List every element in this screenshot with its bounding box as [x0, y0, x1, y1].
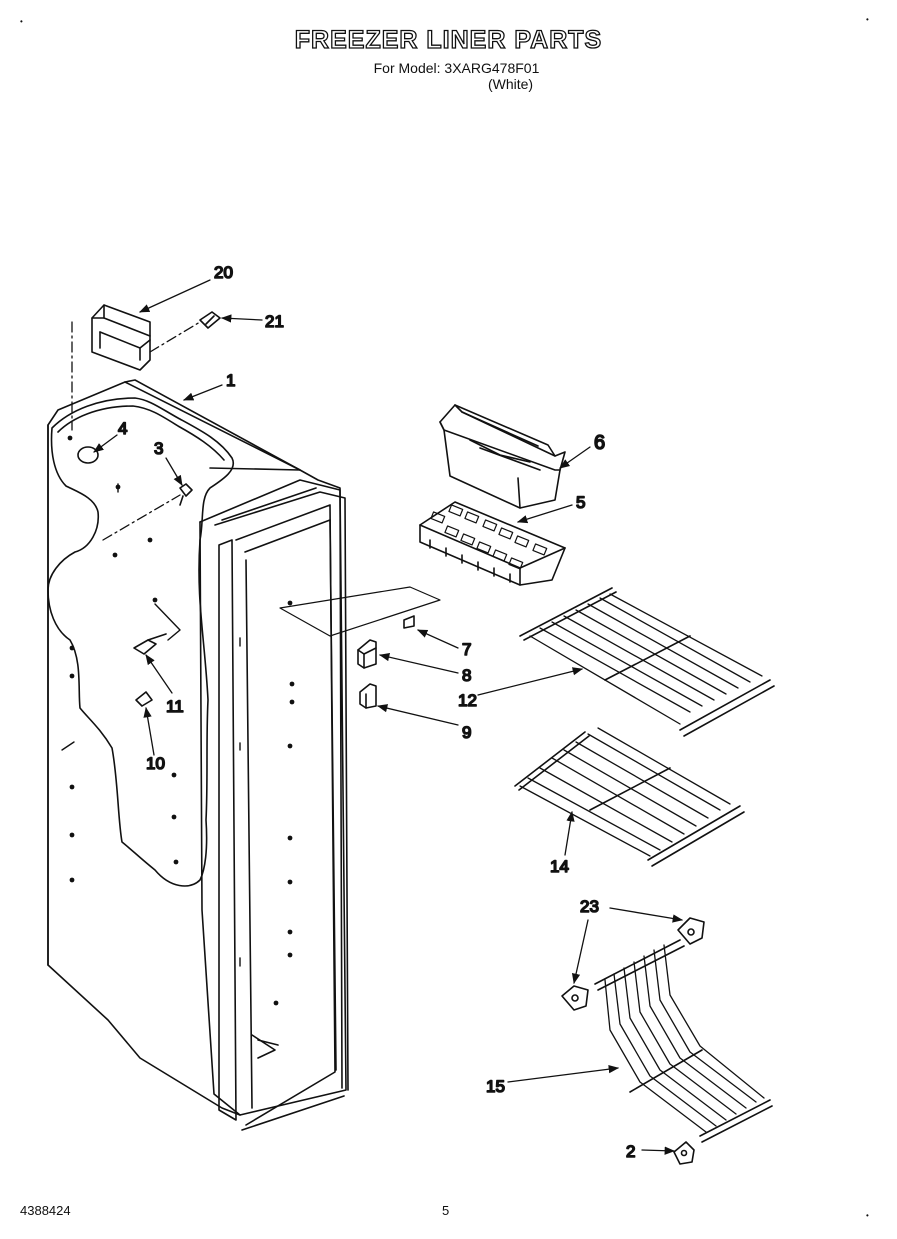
- leader-arrows: [93, 279, 684, 1155]
- callout-10: 10: [146, 754, 165, 773]
- callout-12: 12: [458, 691, 477, 710]
- callout-9: 9: [462, 723, 471, 742]
- basket-support-part-2: [673, 1141, 695, 1165]
- corner-mark-bottom-right: •: [866, 1211, 869, 1220]
- callout-3: 3: [154, 439, 163, 458]
- screw-part-3: [179, 483, 193, 506]
- screw-part-21: [199, 311, 221, 329]
- callout-20: 20: [214, 263, 233, 282]
- ice-tray-part-5: [419, 501, 566, 586]
- page-title: FREEZER LINER PARTS: [294, 25, 603, 54]
- shelf-support-part-9: [359, 683, 377, 709]
- callout-21: 21: [265, 312, 284, 331]
- callout-4: 4: [118, 419, 127, 438]
- basket-support-part-23-right: [677, 917, 705, 945]
- ice-bin-part-6: [439, 404, 566, 509]
- color-subtitle: (White): [487, 76, 534, 92]
- doc-number: 4388424: [20, 1203, 71, 1218]
- callout-2: 2: [626, 1142, 635, 1161]
- freezer-liner: [47, 379, 349, 1131]
- callout-6: 6: [594, 432, 605, 454]
- basket-support-part-23-left: [561, 985, 589, 1011]
- shelf-support-part-7: [279, 586, 441, 637]
- corner-mark-top-right: •: [866, 15, 869, 24]
- wire-basket-part-15: [594, 939, 773, 1143]
- callout-1: 1: [226, 371, 235, 390]
- shelf-support-part-8: [357, 639, 377, 669]
- callout-23: 23: [580, 897, 599, 916]
- screw-3-centerline: [102, 494, 181, 541]
- bracket-part-20: [91, 304, 151, 371]
- callout-labels: 20 21 1 4 3 6 5 7 8 9 11 12 10 14 23 15 …: [117, 262, 636, 1162]
- model-subtitle: For Model: 3XARG478F01: [373, 60, 540, 76]
- wire-shelf-part-14: [514, 727, 745, 867]
- callout-7: 7: [462, 640, 471, 659]
- callout-15: 15: [486, 1077, 505, 1096]
- callout-14: 14: [550, 857, 569, 876]
- callout-8: 8: [462, 666, 471, 685]
- plug-part-4: [77, 446, 99, 464]
- callout-11: 11: [166, 697, 184, 716]
- wire-shelf-part-12: [519, 587, 775, 737]
- stud-part-11: [133, 633, 167, 655]
- stud-part-10: [135, 691, 153, 707]
- callout-5: 5: [576, 493, 585, 512]
- page-number: 5: [442, 1203, 450, 1218]
- screw-21-centerline: [71, 321, 201, 431]
- corner-mark-top-left: •: [20, 17, 23, 26]
